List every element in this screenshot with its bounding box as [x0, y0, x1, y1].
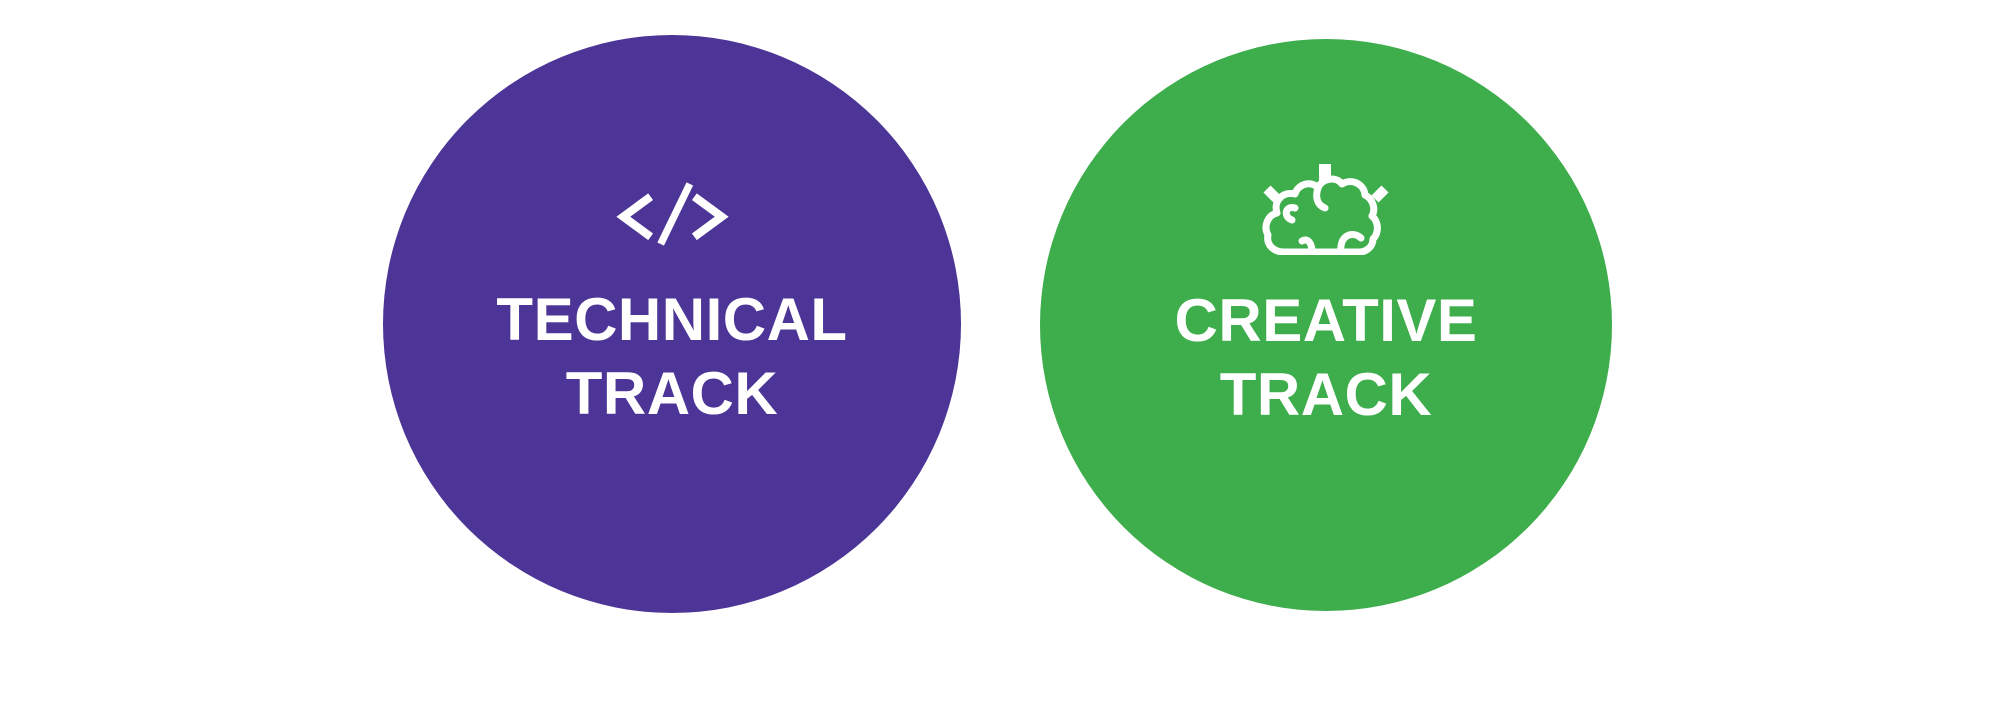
creative-track-label-line1: CREATIVE	[1174, 287, 1478, 354]
technical-track-label-line1: TECHNICAL	[496, 286, 848, 353]
creative-track-label: CREATIVE TRACK	[1040, 284, 1612, 432]
technical-track-circle[interactable]: TECHNICAL TRACK	[383, 35, 961, 613]
code-icon	[615, 182, 729, 246]
technical-track-label: TECHNICAL TRACK	[383, 283, 961, 431]
creative-track-circle[interactable]: CREATIVE TRACK	[1040, 39, 1612, 611]
technical-track-label-line2: TRACK	[565, 360, 779, 427]
creative-track-label-line2: TRACK	[1219, 361, 1433, 428]
brainstorm-icon	[1262, 163, 1390, 255]
